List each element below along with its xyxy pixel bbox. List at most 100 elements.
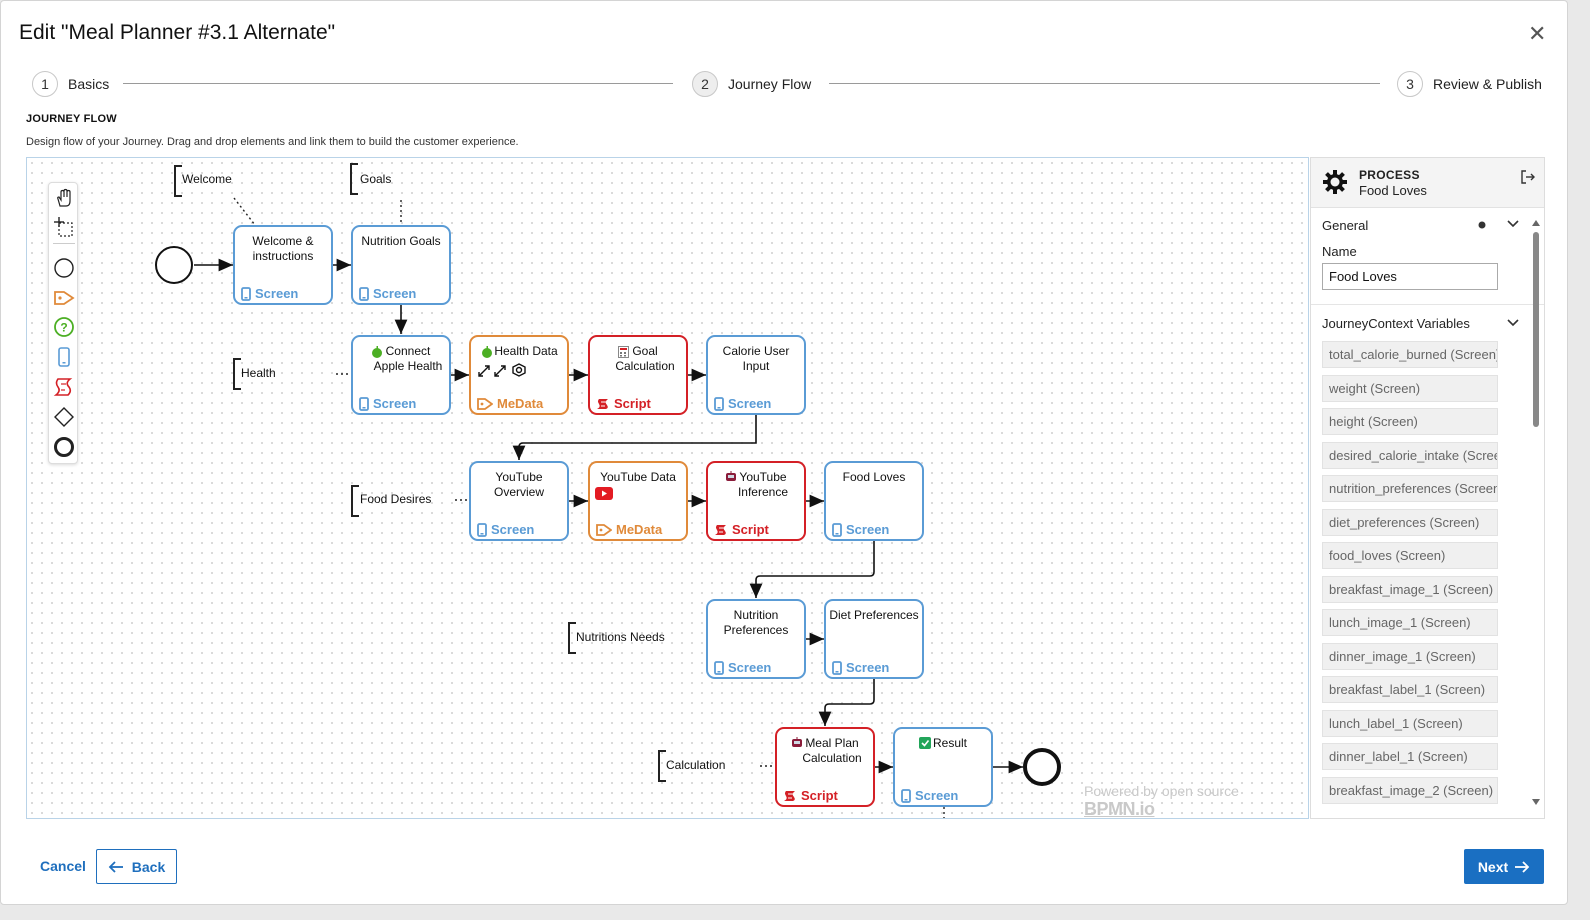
question-tool-icon[interactable]: ?	[52, 315, 76, 339]
task-welcome-instructions[interactable]: Welcome & instructions Screen	[233, 225, 333, 305]
context-variable: lunch_image_1 (Screen)	[1322, 609, 1498, 636]
medata-tool-icon[interactable]	[52, 286, 76, 310]
start-event[interactable]	[155, 246, 193, 284]
tag-icon	[477, 397, 493, 411]
phone-icon	[832, 660, 842, 675]
close-icon[interactable]: ✕	[1528, 21, 1547, 46]
annotation-bracket[interactable]	[568, 622, 576, 654]
panel-element-type: PROCESS	[1359, 168, 1420, 182]
task-label: YouTube Overview	[493, 470, 544, 499]
task-type-label: MeData	[497, 396, 544, 411]
screen-tool-icon[interactable]	[52, 345, 76, 369]
general-group-header[interactable]: General	[1322, 218, 1369, 233]
cancel-button[interactable]: Cancel	[40, 858, 86, 874]
step-basics[interactable]: 1 Basics	[32, 70, 109, 98]
annotation-food-desires: Food Desires	[360, 492, 432, 506]
phone-icon	[832, 522, 842, 537]
step-connector	[123, 83, 673, 84]
annotation-bracket[interactable]	[351, 485, 359, 517]
task-meal-plan-calculation[interactable]: Meal Plan Calculation Script	[775, 727, 875, 807]
end-event-tool-icon[interactable]	[52, 435, 76, 459]
gateway-tool-icon[interactable]	[52, 405, 76, 429]
next-button[interactable]: Next	[1464, 849, 1544, 884]
step-journey-flow[interactable]: 2 Journey Flow	[692, 70, 811, 98]
step-label: Journey Flow	[728, 76, 812, 92]
task-type-label: MeData	[616, 522, 663, 537]
tool-palette: ?	[48, 182, 78, 464]
youtube-icon	[595, 487, 613, 500]
task-youtube-overview[interactable]: YouTube Overview Screen	[469, 461, 569, 541]
robot-icon	[791, 737, 803, 749]
chevron-down-icon[interactable]	[1507, 318, 1519, 328]
context-variable: breakfast_image_2 (Screen)	[1322, 777, 1498, 804]
checkmark-icon	[919, 737, 931, 749]
arrow-left-icon	[108, 860, 124, 873]
task-type-label: Screen	[915, 788, 959, 803]
task-diet-preferences[interactable]: Diet Preferences Screen	[824, 599, 924, 679]
section-heading: JOURNEY FLOW	[26, 113, 117, 125]
task-type-label: Screen	[373, 396, 417, 411]
start-event-tool-icon[interactable]	[52, 256, 76, 280]
journey-context-variables-header[interactable]: JourneyContext Variables	[1322, 316, 1470, 331]
step-label: Basics	[68, 76, 110, 92]
apple-icon	[371, 346, 383, 358]
task-calorie-user-input[interactable]: Calorie User Input Screen	[706, 335, 806, 415]
task-youtube-inference[interactable]: YouTube Inference Script	[706, 461, 806, 541]
task-nutrition-goals[interactable]: Nutrition Goals Screen	[351, 225, 451, 305]
hand-tool-icon[interactable]	[52, 186, 76, 210]
gear-icon	[1322, 169, 1348, 195]
lasso-tool-icon[interactable]	[52, 216, 76, 240]
task-nutrition-preferences[interactable]: Nutrition Preferences Screen	[706, 599, 806, 679]
annotation-bracket[interactable]	[233, 358, 241, 390]
task-goal-calculation[interactable]: Goal Calculation Script	[588, 335, 688, 415]
annotation-goals: Goals	[360, 172, 392, 186]
task-label: Calorie User Input	[722, 344, 790, 373]
task-type-label: Script	[801, 788, 838, 803]
bpmn-canvas[interactable]: Welcome Goals Health Food Desires Nutrit…	[26, 157, 1309, 819]
bpmn-io-logo: BPMN.io	[1084, 799, 1155, 819]
phone-icon	[901, 788, 911, 803]
task-label: Goal Calculation	[615, 344, 675, 373]
task-type-label: Screen	[255, 286, 299, 301]
back-button[interactable]: Back	[96, 849, 177, 884]
annotation-bracket[interactable]	[174, 165, 182, 197]
dirty-indicator-icon	[1478, 221, 1486, 229]
panel-header: PROCESS Food Loves	[1311, 158, 1544, 208]
task-food-loves[interactable]: Food Loves Screen	[824, 461, 924, 541]
task-type-badge: MeData	[477, 396, 543, 411]
task-result[interactable]: Result Screen	[893, 727, 993, 807]
annotation-bracket[interactable]	[350, 163, 358, 195]
task-label: YouTube Inference	[737, 470, 789, 499]
back-button-label: Back	[131, 858, 166, 875]
panel-scrollbar[interactable]	[1532, 220, 1540, 805]
annotation-bracket[interactable]	[658, 750, 666, 782]
task-connect-apple-health[interactable]: Connect Apple Health Screen	[351, 335, 451, 415]
task-youtube-data[interactable]: YouTube Data MeData	[588, 461, 688, 541]
script-tool-icon[interactable]	[52, 375, 76, 399]
calculator-icon	[618, 346, 629, 358]
powered-by[interactable]: Powered by open source BPMN.io	[1084, 783, 1308, 819]
task-type-label: Screen	[846, 522, 890, 537]
palette-divider	[53, 243, 75, 244]
step-review-publish[interactable]: 3 Review & Publish	[1397, 70, 1542, 98]
end-event[interactable]	[1023, 748, 1061, 786]
task-health-data[interactable]: Health Data MeData	[469, 335, 569, 415]
context-variable: food_loves (Screen)	[1322, 542, 1498, 569]
task-type-badge: Screen	[832, 660, 889, 675]
task-label: Meal Plan Calculation	[802, 736, 862, 765]
collapse-panel-icon[interactable]	[1519, 168, 1537, 186]
task-label: Health Data	[494, 344, 558, 358]
task-label: YouTube Data	[600, 470, 676, 484]
name-input[interactable]: Food Loves	[1322, 263, 1498, 290]
context-variable: lunch_label_1 (Screen)	[1322, 710, 1498, 737]
context-variable: dinner_label_1 (Screen)	[1322, 743, 1498, 770]
panel-element-name: Food Loves	[1359, 183, 1427, 198]
step-number: 3	[1397, 71, 1423, 97]
script-icon	[714, 523, 728, 537]
arrow-right-icon	[1514, 860, 1530, 873]
annotation-health: Health	[241, 366, 276, 380]
task-type-label: Screen	[491, 522, 535, 537]
chevron-down-icon[interactable]	[1507, 219, 1519, 229]
step-connector	[829, 83, 1380, 84]
step-number: 1	[32, 71, 58, 97]
